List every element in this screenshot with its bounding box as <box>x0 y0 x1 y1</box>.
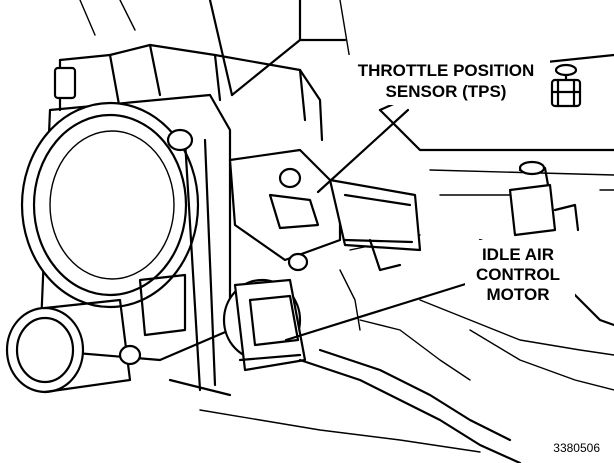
iac-leader-line <box>284 280 474 342</box>
wire-harness <box>199 269 614 463</box>
throttle-bore <box>20 101 200 309</box>
bracket-right <box>508 160 580 237</box>
throttle-position-sensor <box>228 148 422 272</box>
throttle-linkage <box>118 128 232 397</box>
leader-lines <box>284 108 474 342</box>
tps-leader-line <box>316 108 410 194</box>
inlet-tube <box>5 298 132 394</box>
iac-label-line1: IDLE AIR <box>482 245 554 264</box>
mounting-bolt-top-right <box>550 63 582 108</box>
idle-air-control-motor <box>222 278 307 372</box>
iac-label-line3: MOTOR <box>487 285 550 304</box>
iac-label-line2: CONTROL <box>476 265 560 284</box>
tps-label-line1: THROTTLE POSITION <box>358 61 535 80</box>
figure-number: 3380506 <box>553 441 600 455</box>
tps-label-line2: SENSOR (TPS) <box>386 82 507 101</box>
